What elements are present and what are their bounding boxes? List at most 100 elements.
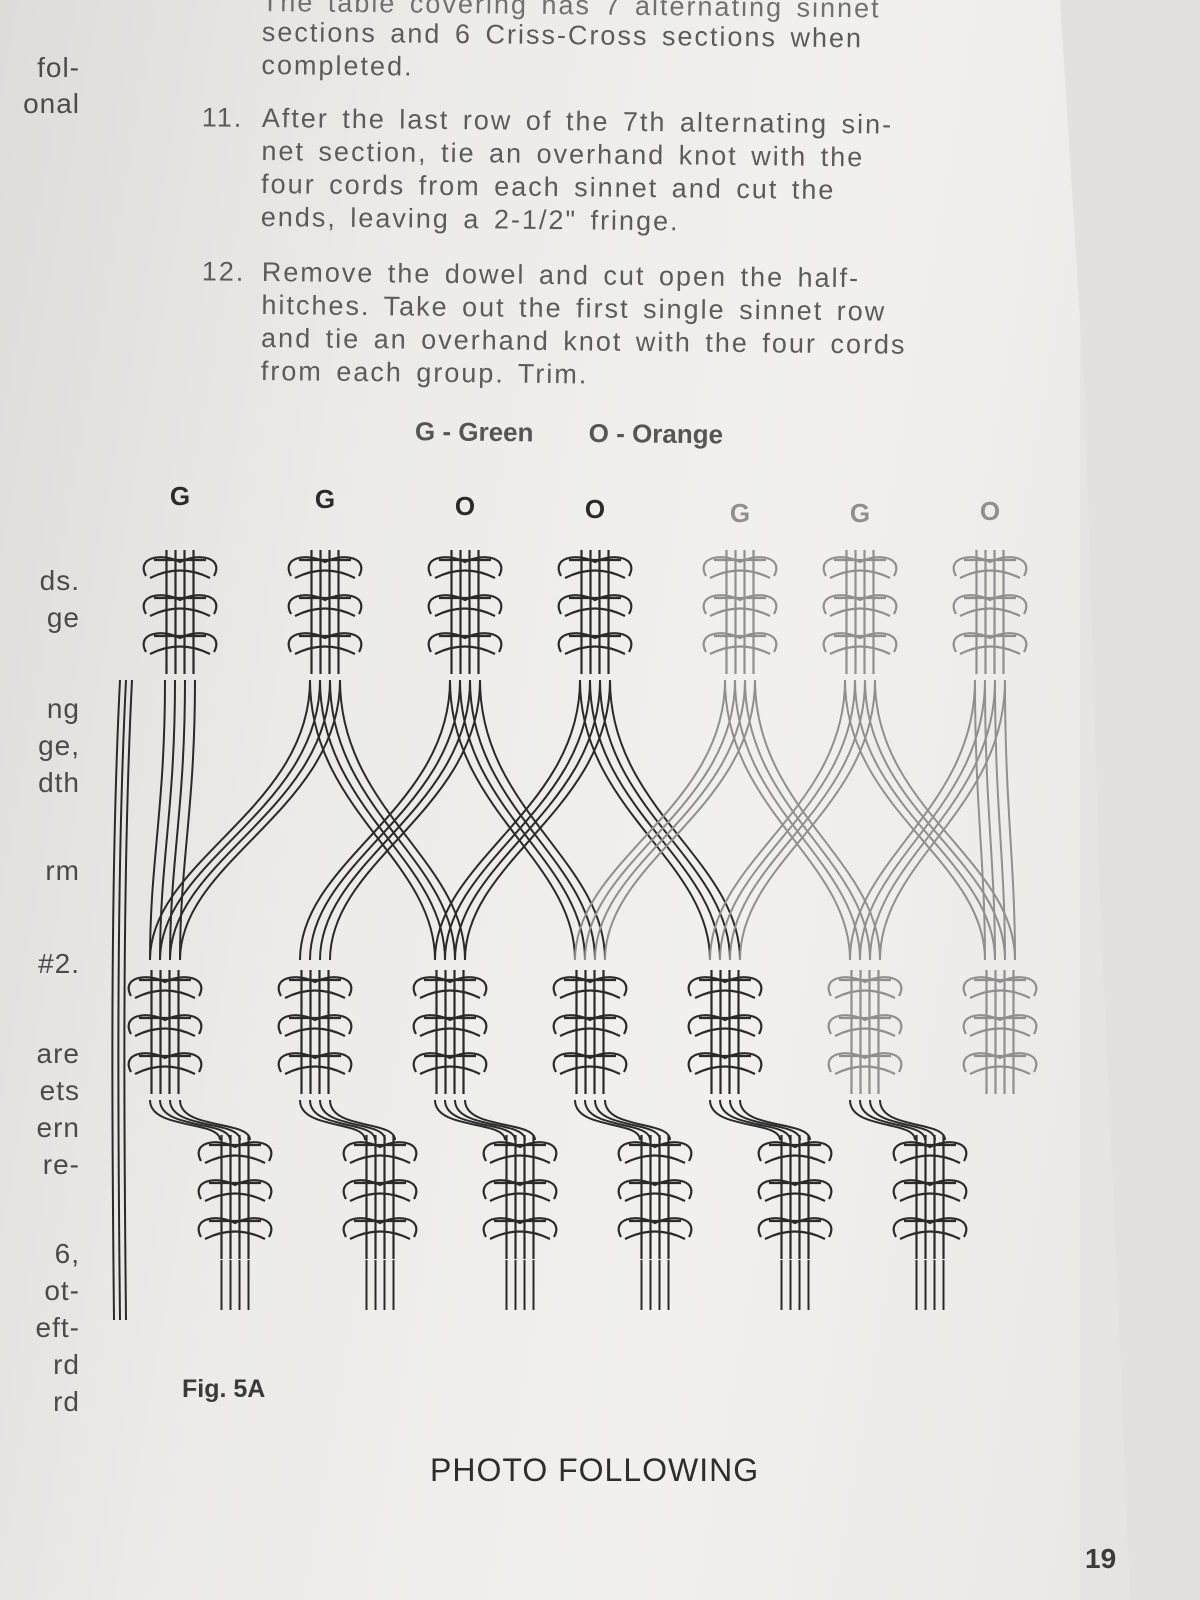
cord-strand	[729, 1099, 801, 1141]
cord-strand	[849, 679, 976, 961]
cord-strand	[594, 1099, 661, 1141]
cord-strand	[729, 679, 866, 961]
column-label: G	[730, 498, 750, 528]
left-fragment: are	[36, 1038, 80, 1069]
left-fragment: rd	[53, 1349, 80, 1380]
left-fragment: #2.	[38, 948, 80, 979]
cord-strand	[329, 679, 456, 961]
cord-strand	[859, 679, 986, 961]
cord-strand	[584, 1099, 651, 1141]
cord-strand	[449, 679, 576, 961]
cord-strand	[299, 1099, 366, 1141]
left-fragment: ds.	[39, 565, 80, 596]
cord-strand	[319, 679, 471, 961]
cord-strand	[434, 1099, 506, 1141]
cord-strand	[574, 679, 726, 961]
sinnet-knot	[127, 970, 203, 1094]
column-label: G	[315, 484, 335, 514]
cord-strand	[869, 1099, 936, 1141]
column-label: O	[980, 496, 1000, 526]
sinnet-knot	[892, 1135, 968, 1259]
cord-strand	[879, 1099, 946, 1141]
cord-strand	[111, 679, 121, 1321]
sinnet-knot	[277, 970, 353, 1094]
cord-strand	[159, 1099, 231, 1141]
cord-strand	[709, 1099, 781, 1141]
step-line: completed.	[261, 49, 414, 82]
step-number: 12.	[201, 256, 246, 287]
left-fragment: ern	[36, 1112, 80, 1143]
cord-strand	[464, 1099, 536, 1141]
sinnet-knot	[702, 550, 778, 674]
cord-strand	[159, 679, 176, 961]
sinnet-knot	[687, 970, 763, 1094]
sinnet-knot	[287, 550, 363, 674]
left-fragment: dth	[38, 767, 80, 798]
cord-strand	[444, 679, 591, 961]
cord-strand	[459, 679, 586, 961]
cord-strand	[117, 679, 127, 1321]
sinnet-knot	[427, 550, 503, 674]
column-label: O	[585, 494, 605, 524]
sinnet-knot	[342, 1135, 418, 1259]
cord-strand	[754, 679, 881, 961]
step-number: 11.	[201, 102, 244, 133]
left-fragment: ot-	[44, 1275, 80, 1306]
cord-strand	[319, 1099, 386, 1141]
column-label: G	[170, 481, 190, 511]
left-fragment: ge,	[38, 730, 80, 761]
cord-strand	[864, 679, 1006, 961]
cord-strand	[454, 1099, 526, 1141]
left-fragment: re-	[42, 1149, 80, 1180]
column-label: O	[455, 491, 475, 521]
cord-strand	[739, 1099, 811, 1141]
cord-strand	[123, 679, 133, 1321]
cord-strand	[739, 679, 876, 961]
left-fragment: fol-	[37, 52, 80, 83]
cord-strand	[604, 679, 756, 961]
cord-strand	[1004, 679, 1016, 961]
left-fragment: 6,	[54, 1238, 80, 1269]
sinnet-knot	[757, 1135, 833, 1259]
sinnet-knot	[482, 1135, 558, 1259]
cord-strand	[974, 679, 986, 961]
sinnet-knot	[962, 970, 1038, 1094]
sinnet-knot	[197, 1135, 273, 1259]
cord-strand	[589, 679, 721, 961]
cord-strand	[339, 679, 466, 961]
cord-strand	[479, 679, 606, 961]
left-fragment: ng	[46, 693, 80, 724]
sinnet-knot	[827, 970, 903, 1094]
cord-strand	[159, 679, 321, 961]
cord-strand	[444, 1099, 516, 1141]
cord-strand	[454, 679, 601, 961]
cord-strand	[854, 679, 996, 961]
cord-strand	[464, 679, 611, 961]
step-line: ends, leaving a 2-1/2" fringe.	[260, 201, 680, 237]
cord-strand	[299, 679, 451, 961]
left-fragment: ets	[39, 1075, 80, 1106]
cord-strand	[874, 679, 1016, 961]
cord-strand	[594, 679, 746, 961]
cord-strand	[319, 679, 446, 961]
cord-strand	[179, 1099, 251, 1141]
cord-strand	[149, 679, 311, 961]
sinnet-knot	[952, 550, 1028, 674]
step-line: from each group. Trim.	[260, 355, 589, 390]
cord-strand	[179, 679, 341, 961]
cord-strand	[434, 679, 581, 961]
cord-strand	[329, 679, 481, 961]
sinnet-knot	[822, 550, 898, 674]
color-legend: G - Green O - Orange	[415, 416, 771, 451]
background-surface	[1080, 0, 1200, 1600]
cord-strand	[869, 679, 996, 961]
cord-strand	[994, 679, 1006, 961]
photo-following-note: PHOTO FOLLOWING	[430, 1452, 760, 1488]
sinnet-knot	[412, 970, 488, 1094]
cord-strand	[859, 1099, 926, 1141]
cord-strand	[599, 679, 731, 961]
cord-strand	[849, 1099, 916, 1141]
sinnet-knot	[142, 550, 218, 674]
